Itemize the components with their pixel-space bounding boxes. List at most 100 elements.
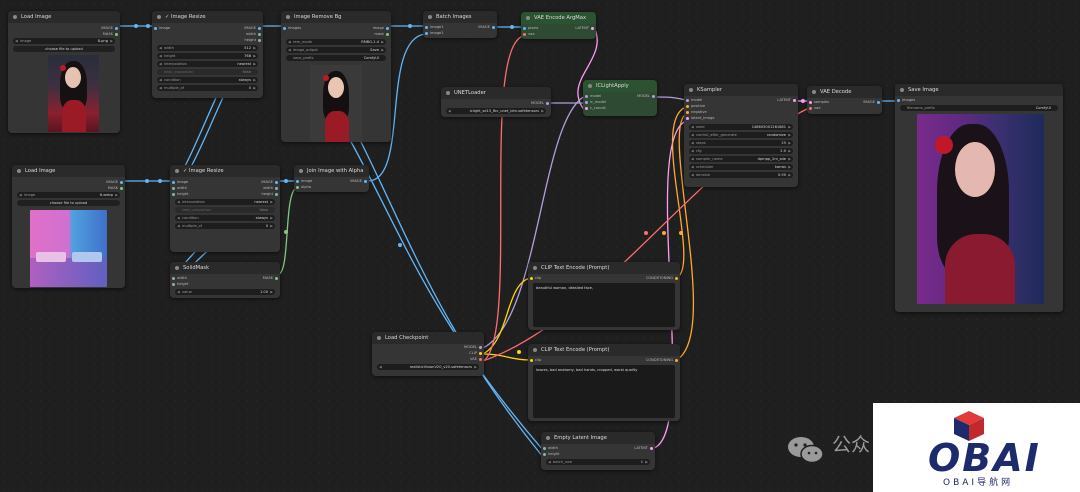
input-socket-samples[interactable] (809, 100, 812, 104)
node-title[interactable]: UNETLoader (441, 87, 551, 99)
upload-button[interactable]: choose file to upload (17, 200, 120, 206)
output-socket-image[interactable] (364, 179, 367, 183)
input-socket-latent-image[interactable] (686, 116, 689, 120)
input-socket-vae[interactable] (523, 32, 526, 36)
output-socket-model[interactable] (479, 345, 482, 349)
input-socket-image[interactable] (296, 179, 299, 183)
node-title[interactable]: VAE Decode (807, 86, 882, 98)
output-socket-width[interactable] (275, 186, 278, 190)
output-socket-latent[interactable] (793, 98, 796, 102)
output-socket-latent[interactable] (591, 26, 594, 30)
output-socket-image[interactable] (120, 180, 123, 184)
node-title[interactable]: Save Image (895, 84, 1063, 96)
input-socket-c-concat[interactable] (585, 106, 588, 110)
input-socket-image[interactable] (154, 26, 157, 30)
output-socket-conditioning[interactable] (675, 276, 678, 280)
node-title[interactable]: CLIP Text Encode (Prompt) (528, 344, 680, 356)
input-socket-ic-model[interactable] (585, 100, 588, 104)
input-socket-height[interactable] (543, 452, 546, 456)
output-socket-height[interactable] (275, 192, 278, 196)
output-socket-mask[interactable] (120, 186, 123, 190)
ckpt-name-select[interactable]: ◀realisticVisionV20_v20.safetensors▶ (377, 364, 479, 370)
output-socket-conditioning[interactable] (675, 358, 678, 362)
output-socket-mask[interactable] (115, 32, 118, 36)
output-socket-image[interactable] (877, 100, 880, 104)
input-socket-images[interactable] (897, 98, 900, 102)
input-socket-width[interactable] (172, 186, 175, 190)
output-socket-mask[interactable] (275, 276, 278, 280)
node-title[interactable]: Batch Images (423, 11, 497, 23)
prompt-text-area[interactable]: beautiful woman, detailed face, (533, 283, 675, 327)
output-socket-clip[interactable] (479, 351, 482, 355)
node-title[interactable]: Empty Latent Image (541, 432, 655, 444)
output-socket-vae[interactable] (479, 357, 482, 361)
input-socket-image2[interactable] (425, 31, 428, 35)
node-title[interactable]: KSampler (684, 84, 798, 96)
output-socket-model[interactable] (652, 94, 655, 98)
unet-name-select[interactable]: ◀iclight_sd15_fbc_unet_ldm.safetensors▶ (446, 108, 546, 114)
output-socket-image[interactable] (258, 26, 261, 30)
input-socket-model[interactable] (585, 94, 588, 98)
upload-button[interactable]: choose file to upload (13, 46, 115, 52)
node-title[interactable]: VAE Encode ArgMax (521, 12, 596, 24)
input-socket-height[interactable] (172, 282, 175, 286)
node-title[interactable]: ICLightApply (583, 80, 657, 92)
input-socket-width[interactable] (172, 276, 175, 280)
input-socket-positive[interactable] (686, 104, 689, 108)
output-socket-width[interactable] (258, 32, 261, 36)
input-socket-vae[interactable] (809, 106, 812, 110)
node-title[interactable]: Image Remove Bg (281, 11, 391, 23)
node-title[interactable]: SolidMask (170, 262, 280, 274)
input-socket-image[interactable] (172, 180, 175, 184)
input-socket-width[interactable] (543, 446, 546, 450)
node-title[interactable]: CLIP Text Encode (Prompt) (528, 262, 680, 274)
output-socket-mask[interactable] (386, 32, 389, 36)
input-socket-clip[interactable] (530, 358, 533, 362)
input-socket-negative[interactable] (686, 110, 689, 114)
input-socket-images[interactable] (283, 26, 286, 30)
input-socket-height[interactable] (172, 192, 175, 196)
output-socket-latent[interactable] (650, 446, 653, 450)
node-load-checkpoint[interactable]: Load Checkpoint MODEL CLIP VAE ◀realisti… (372, 332, 484, 376)
output-socket-image[interactable] (275, 180, 278, 184)
input-socket-pixels[interactable] (523, 26, 526, 30)
output-socket-image[interactable] (386, 26, 389, 30)
node-title[interactable]: ✓ Image Resize (170, 165, 280, 177)
node-unet-loader[interactable]: UNETLoader MODEL ◀iclight_sd15_fbc_unet_… (441, 87, 551, 117)
input-socket-model[interactable] (686, 98, 689, 102)
node-title[interactable]: Join Image with Alpha (294, 165, 369, 177)
